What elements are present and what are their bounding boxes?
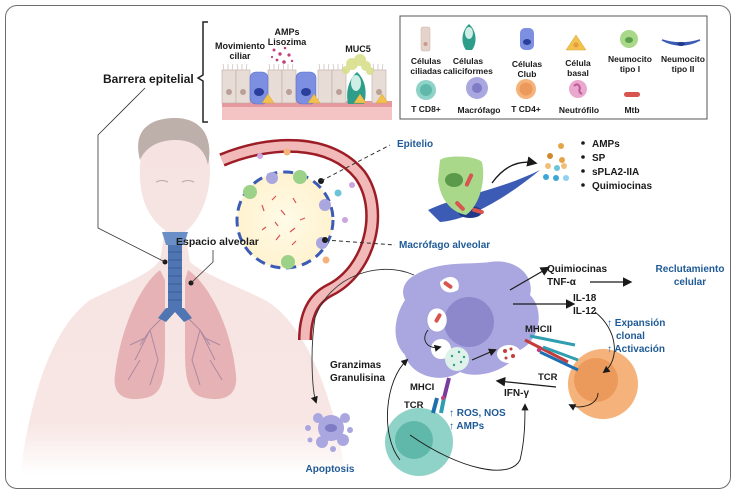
cell-legend: Células ciliadas Células caliciformes Cé… — [399, 15, 708, 120]
legend-label: ciliadas — [410, 66, 441, 76]
hair — [138, 118, 210, 165]
label-amps-up: ↑ AMPs — [449, 421, 485, 432]
legend-label: tipo II — [672, 64, 695, 74]
mucus-muc5 — [342, 54, 374, 75]
legend-label: T CD8+ — [411, 104, 441, 114]
label-epitelio: Epitelio — [397, 139, 433, 150]
legend-label: caliciformes — [443, 66, 493, 76]
label-macrofago-alveolar: Macrófago alveolar — [399, 240, 490, 251]
legend-label: Célula — [565, 58, 591, 68]
label-tnf-alpha: TNF-α — [547, 277, 577, 288]
legend-label: Neumocito — [608, 54, 652, 64]
basement-membrane — [222, 105, 392, 120]
label-apoptosis: Apoptosis — [306, 464, 355, 475]
barrera-pointer-line — [97, 87, 166, 263]
label-quimiocinas: Quimiocinas — [547, 264, 607, 275]
legend-label: Células — [453, 56, 484, 66]
label-mhcii: MHCII — [525, 324, 552, 335]
label-amps: AMPs — [274, 27, 299, 37]
epithelial-barrier-illustration — [196, 21, 392, 123]
label-muc5: MUC5 — [345, 44, 371, 54]
mhcii-tcr-complex — [524, 334, 579, 372]
label-movimiento-ciliar-2: ciliar — [229, 51, 251, 61]
bronchial-tree — [127, 311, 223, 386]
secretion-list: AMPs SP sPLA2-IIA Quimiocinas — [581, 139, 652, 192]
immune-interaction — [305, 261, 638, 476]
legend-label: Células — [411, 56, 442, 66]
legend-label: basal — [567, 68, 589, 78]
label-mhci: MHCI — [410, 382, 434, 393]
label-espacio-alveolar: Espacio alveolar — [176, 236, 259, 248]
neutrophil-icon — [569, 80, 587, 98]
mhci-tcr-complex — [431, 377, 451, 414]
label-lisozima: Lisozima — [268, 37, 308, 47]
granule-vesicle — [445, 347, 469, 371]
label-tcr-cd8: TCR — [404, 400, 424, 411]
type-1-pneumocyte — [438, 156, 484, 215]
secretion-item: SP — [592, 153, 606, 164]
left-lung — [185, 270, 237, 400]
legend-box — [399, 15, 708, 120]
alveolar-space — [235, 170, 335, 270]
phagolysosome — [497, 345, 521, 363]
figure-frame — [5, 5, 731, 489]
label-movimiento-ciliar: Movimiento — [215, 41, 266, 51]
alveolus-illustration — [219, 138, 380, 341]
label-activacion: ↑ Activación — [607, 344, 665, 355]
label-ifn-gamma: IFN-γ — [504, 388, 529, 399]
secretion-particles — [543, 143, 569, 181]
label-celular: celular — [674, 277, 706, 288]
legend-label: T CD4+ — [511, 104, 541, 114]
legend-label: Neutrófilo — [559, 105, 599, 115]
secretion-item: sPLA2-IIA — [592, 167, 639, 178]
macrophage-nucleus — [444, 297, 494, 347]
secretion-item: Quimiocinas — [592, 181, 652, 192]
label-granulisina: Granulisina — [330, 373, 385, 384]
body-silhouette — [20, 127, 345, 475]
legend-label: Macrófago — [458, 105, 501, 115]
legend-label: Células — [512, 59, 543, 69]
epithelium-detail — [428, 143, 569, 222]
label-tcr-cd4: TCR — [538, 372, 558, 383]
pneumocyte-type-2-icon — [661, 39, 701, 46]
ciliated-cell-icon — [420, 26, 431, 52]
closed-eyes — [155, 180, 195, 183]
bronchi — [158, 308, 192, 322]
legend-label: Neumocito — [661, 54, 705, 64]
right-lung — [114, 270, 165, 400]
larynx — [162, 232, 188, 245]
barrier-bracket — [196, 21, 208, 123]
label-granzimas: Granzimas — [330, 360, 382, 371]
label-ros-nos: ↑ ROS, NOS — [449, 408, 506, 419]
legend-label: Mtb — [624, 105, 639, 115]
mtb-icon — [624, 92, 640, 97]
text-labels: Barrera epitelial Movimiento ciliar AMPs… — [103, 27, 724, 475]
alveolar-pointer-line — [190, 250, 214, 284]
label-barrera-epitelial: Barrera epitelial — [103, 72, 194, 86]
legend-label: tipo I — [620, 64, 640, 74]
amps-particles — [270, 46, 294, 64]
label-il12: IL-12 — [573, 306, 597, 317]
label-clonal: clonal — [616, 331, 645, 342]
label-il18: IL-18 — [573, 293, 597, 304]
label-reclutamiento: Reclutamiento — [656, 264, 725, 275]
human-body-illustration — [20, 118, 345, 475]
legend-label: Club — [518, 69, 537, 79]
secretion-item: AMPs — [592, 139, 620, 150]
label-expansion: ↑ Expansión — [607, 318, 665, 329]
